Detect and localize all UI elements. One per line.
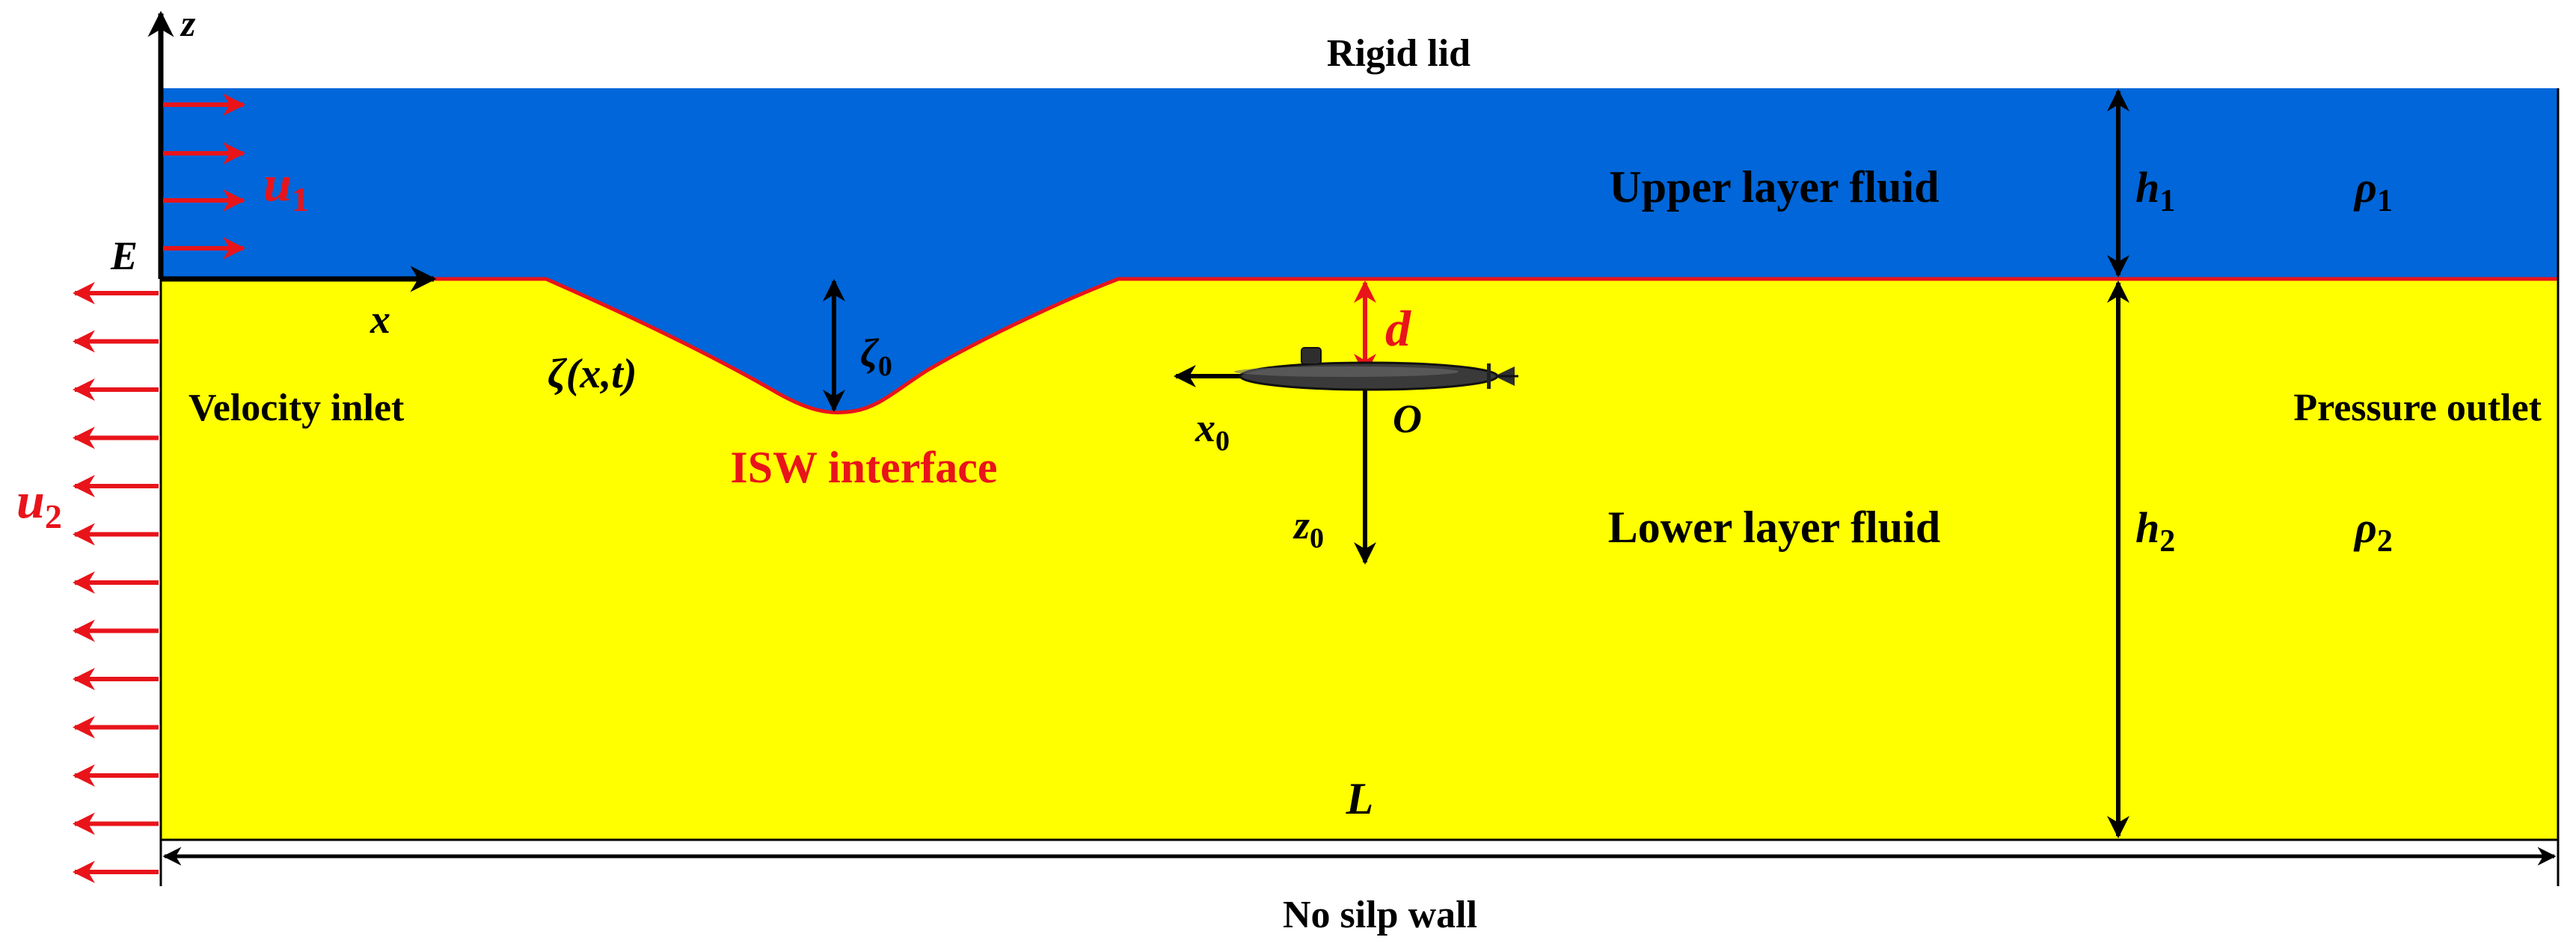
length-label: L bbox=[1346, 774, 1374, 823]
lower-velocity-arrows bbox=[73, 282, 159, 883]
upper-velocity-arrows bbox=[163, 93, 245, 260]
h2-label: h2 bbox=[2135, 503, 2175, 559]
origin-o-label: O bbox=[1393, 396, 1422, 441]
amplitude-label: ζ0 bbox=[860, 331, 892, 382]
h1-label: h1 bbox=[2135, 163, 2175, 218]
lower-velocity-label: u2 bbox=[16, 472, 62, 535]
isw-interface-label: ISW interface bbox=[730, 443, 997, 492]
x-axis-label: x bbox=[369, 297, 390, 342]
isw-interface-line bbox=[161, 277, 2558, 415]
pressure-outlet-label: Pressure outlet bbox=[2293, 387, 2542, 429]
z-axis-label: z bbox=[180, 2, 196, 44]
upper-velocity-label: u1 bbox=[263, 155, 309, 218]
depth-label: d bbox=[1385, 300, 1411, 357]
origin-e-label: E bbox=[110, 233, 138, 278]
rigid-lid-label: Rigid lid bbox=[1327, 32, 1471, 75]
z0-axis-label: z0 bbox=[1292, 503, 1324, 554]
lower-layer-label: Lower layer fluid bbox=[1608, 503, 1940, 552]
interface-profile-label: ζ(x,t) bbox=[548, 351, 637, 397]
rho1-label: ρ1 bbox=[2353, 163, 2393, 218]
submarine-icon bbox=[1234, 347, 1518, 391]
no-slip-wall-label: No silp wall bbox=[1283, 894, 1477, 936]
x0-axis-label: x0 bbox=[1195, 405, 1230, 457]
upper-layer-label: Upper layer fluid bbox=[1609, 162, 1939, 212]
velocity-inlet-label: Velocity inlet bbox=[188, 387, 405, 429]
rho2-label: ρ2 bbox=[2353, 503, 2393, 559]
upper-layer-fluid-region bbox=[161, 88, 2558, 279]
